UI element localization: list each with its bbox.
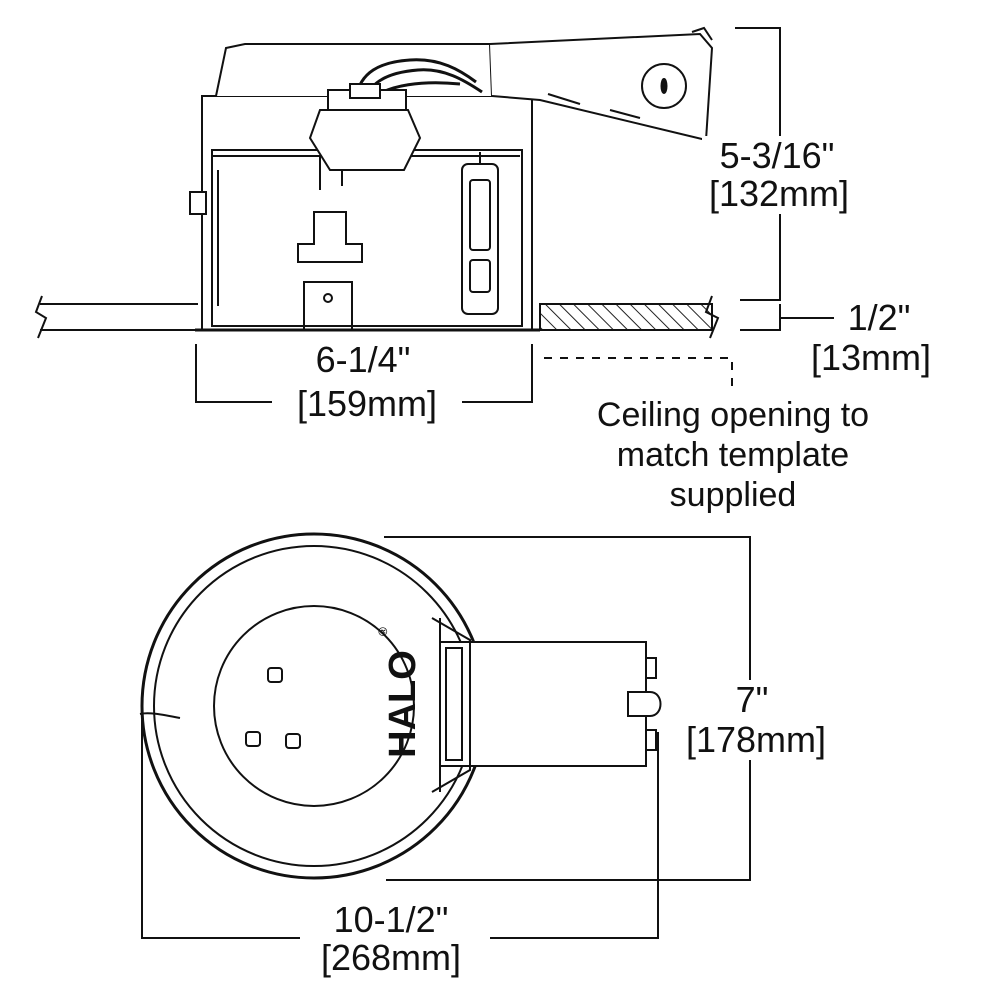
ceiling-opening-dashed-line (544, 357, 733, 394)
socket-bracket (308, 83, 422, 186)
trim-inner-ring (153, 545, 475, 867)
side-view (34, 26, 720, 339)
junction-box-top (431, 617, 662, 793)
connector-clip (627, 691, 662, 717)
mounting-bracket (297, 211, 363, 330)
height-metric-label: [132mm] (694, 174, 864, 214)
thermal-protector (461, 152, 499, 315)
top-width-imperial-label: 7" (722, 680, 782, 720)
length-dimension-line (141, 720, 300, 939)
width-imperial-label: 6-1/4" (288, 340, 438, 380)
junction-box (215, 26, 714, 142)
side-clip (189, 170, 219, 306)
ceiling-board-left (34, 295, 198, 339)
ceiling-note-line-1: Ceiling opening to (548, 396, 918, 434)
ceiling-note-line-3: supplied (548, 476, 918, 514)
ceiling-board-right (539, 295, 720, 339)
length-imperial-label: 10-1/2" (316, 900, 466, 940)
ceiling-note-line-2: match template (548, 436, 918, 474)
width-7-dimension-line (384, 536, 751, 680)
trim-outer-ring (140, 532, 488, 880)
width-metric-label: [159mm] (282, 384, 452, 424)
top-view-dimensions (141, 536, 751, 939)
thickness-dimension-line (740, 304, 781, 331)
lead-wire (139, 712, 181, 719)
width-dimension-line (195, 344, 272, 403)
thickness-imperial-label: 1/2" (836, 298, 922, 338)
top-width-metric-label: [178mm] (676, 720, 836, 760)
top-view: HALO ® (139, 532, 662, 880)
thickness-metric-label: [13mm] (796, 338, 946, 378)
height-imperial-label: 5-3/16" (702, 136, 852, 176)
knockouts (245, 667, 301, 749)
length-metric-label: [268mm] (306, 938, 476, 978)
brand-logo: HALO (382, 650, 424, 758)
housing-circle (213, 605, 415, 807)
brand-registered-mark: ® (376, 627, 390, 636)
